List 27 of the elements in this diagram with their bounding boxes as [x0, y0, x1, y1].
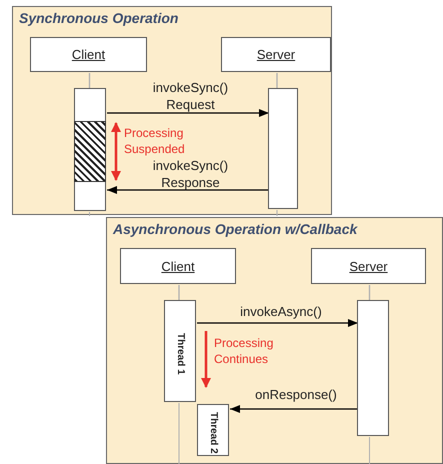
lifeline	[178, 285, 180, 301]
frame-panel	[106, 217, 443, 464]
message-arrow	[107, 109, 269, 117]
object-box: Client	[120, 248, 236, 284]
annotation-text: Processing Suspended	[124, 125, 186, 157]
lifeline	[276, 73, 278, 89]
lifeline	[368, 285, 370, 301]
activation-bar: Thread 1	[164, 300, 196, 402]
activation-bar	[268, 88, 298, 209]
object-box: Server	[311, 248, 426, 284]
object-box: Server	[221, 37, 331, 72]
activation-bar	[357, 300, 389, 436]
edge-label: onResponse()	[254, 386, 338, 403]
message-arrow	[230, 405, 358, 413]
edge-label: invokeSync() Response	[152, 157, 230, 191]
frame-panel	[12, 6, 332, 215]
edge-label: invokeAsync()	[239, 303, 323, 320]
edge-label: invokeSync() Request	[152, 79, 230, 113]
panel-title: Asynchronous Operation w/Callback	[113, 221, 358, 237]
lifeline	[88, 73, 90, 89]
activation-bar	[74, 88, 106, 211]
message-arrow	[197, 319, 358, 327]
message-arrow	[107, 186, 269, 194]
object-box: Client	[30, 37, 147, 72]
activation-bar: Thread 2	[197, 404, 229, 456]
annotation-text: Processing Continues	[214, 335, 274, 367]
panel-title: Synchronous Operation	[19, 10, 178, 26]
